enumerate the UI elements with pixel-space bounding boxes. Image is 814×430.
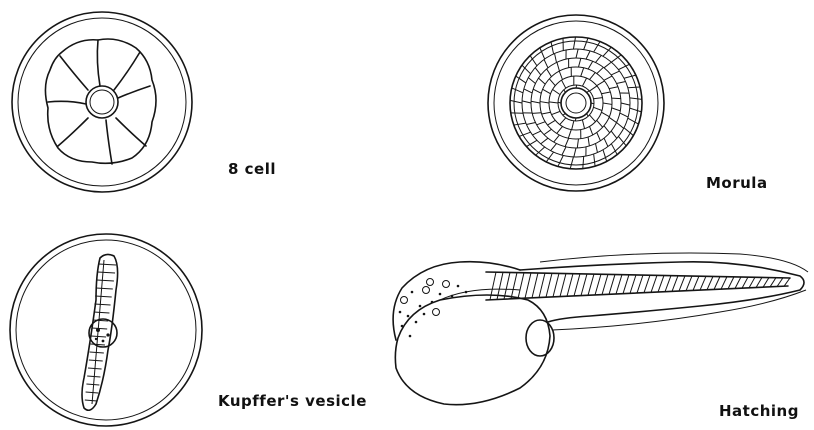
morula-cell-mass [510,37,642,169]
label-8-cell: 8 cell [228,160,276,178]
label-kupffers-vesicle: Kupffer's vesicle [218,392,367,410]
head-pigment-dots [399,279,468,338]
eight-cell-embryo [12,12,192,192]
morula-embryo [488,15,664,191]
tail-somite-hatching [490,272,790,300]
hatching-larva [393,253,808,405]
label-morula: Morula [706,174,768,192]
kupffers-vesicle-embryo [10,234,202,426]
label-hatching: Hatching [719,402,799,420]
